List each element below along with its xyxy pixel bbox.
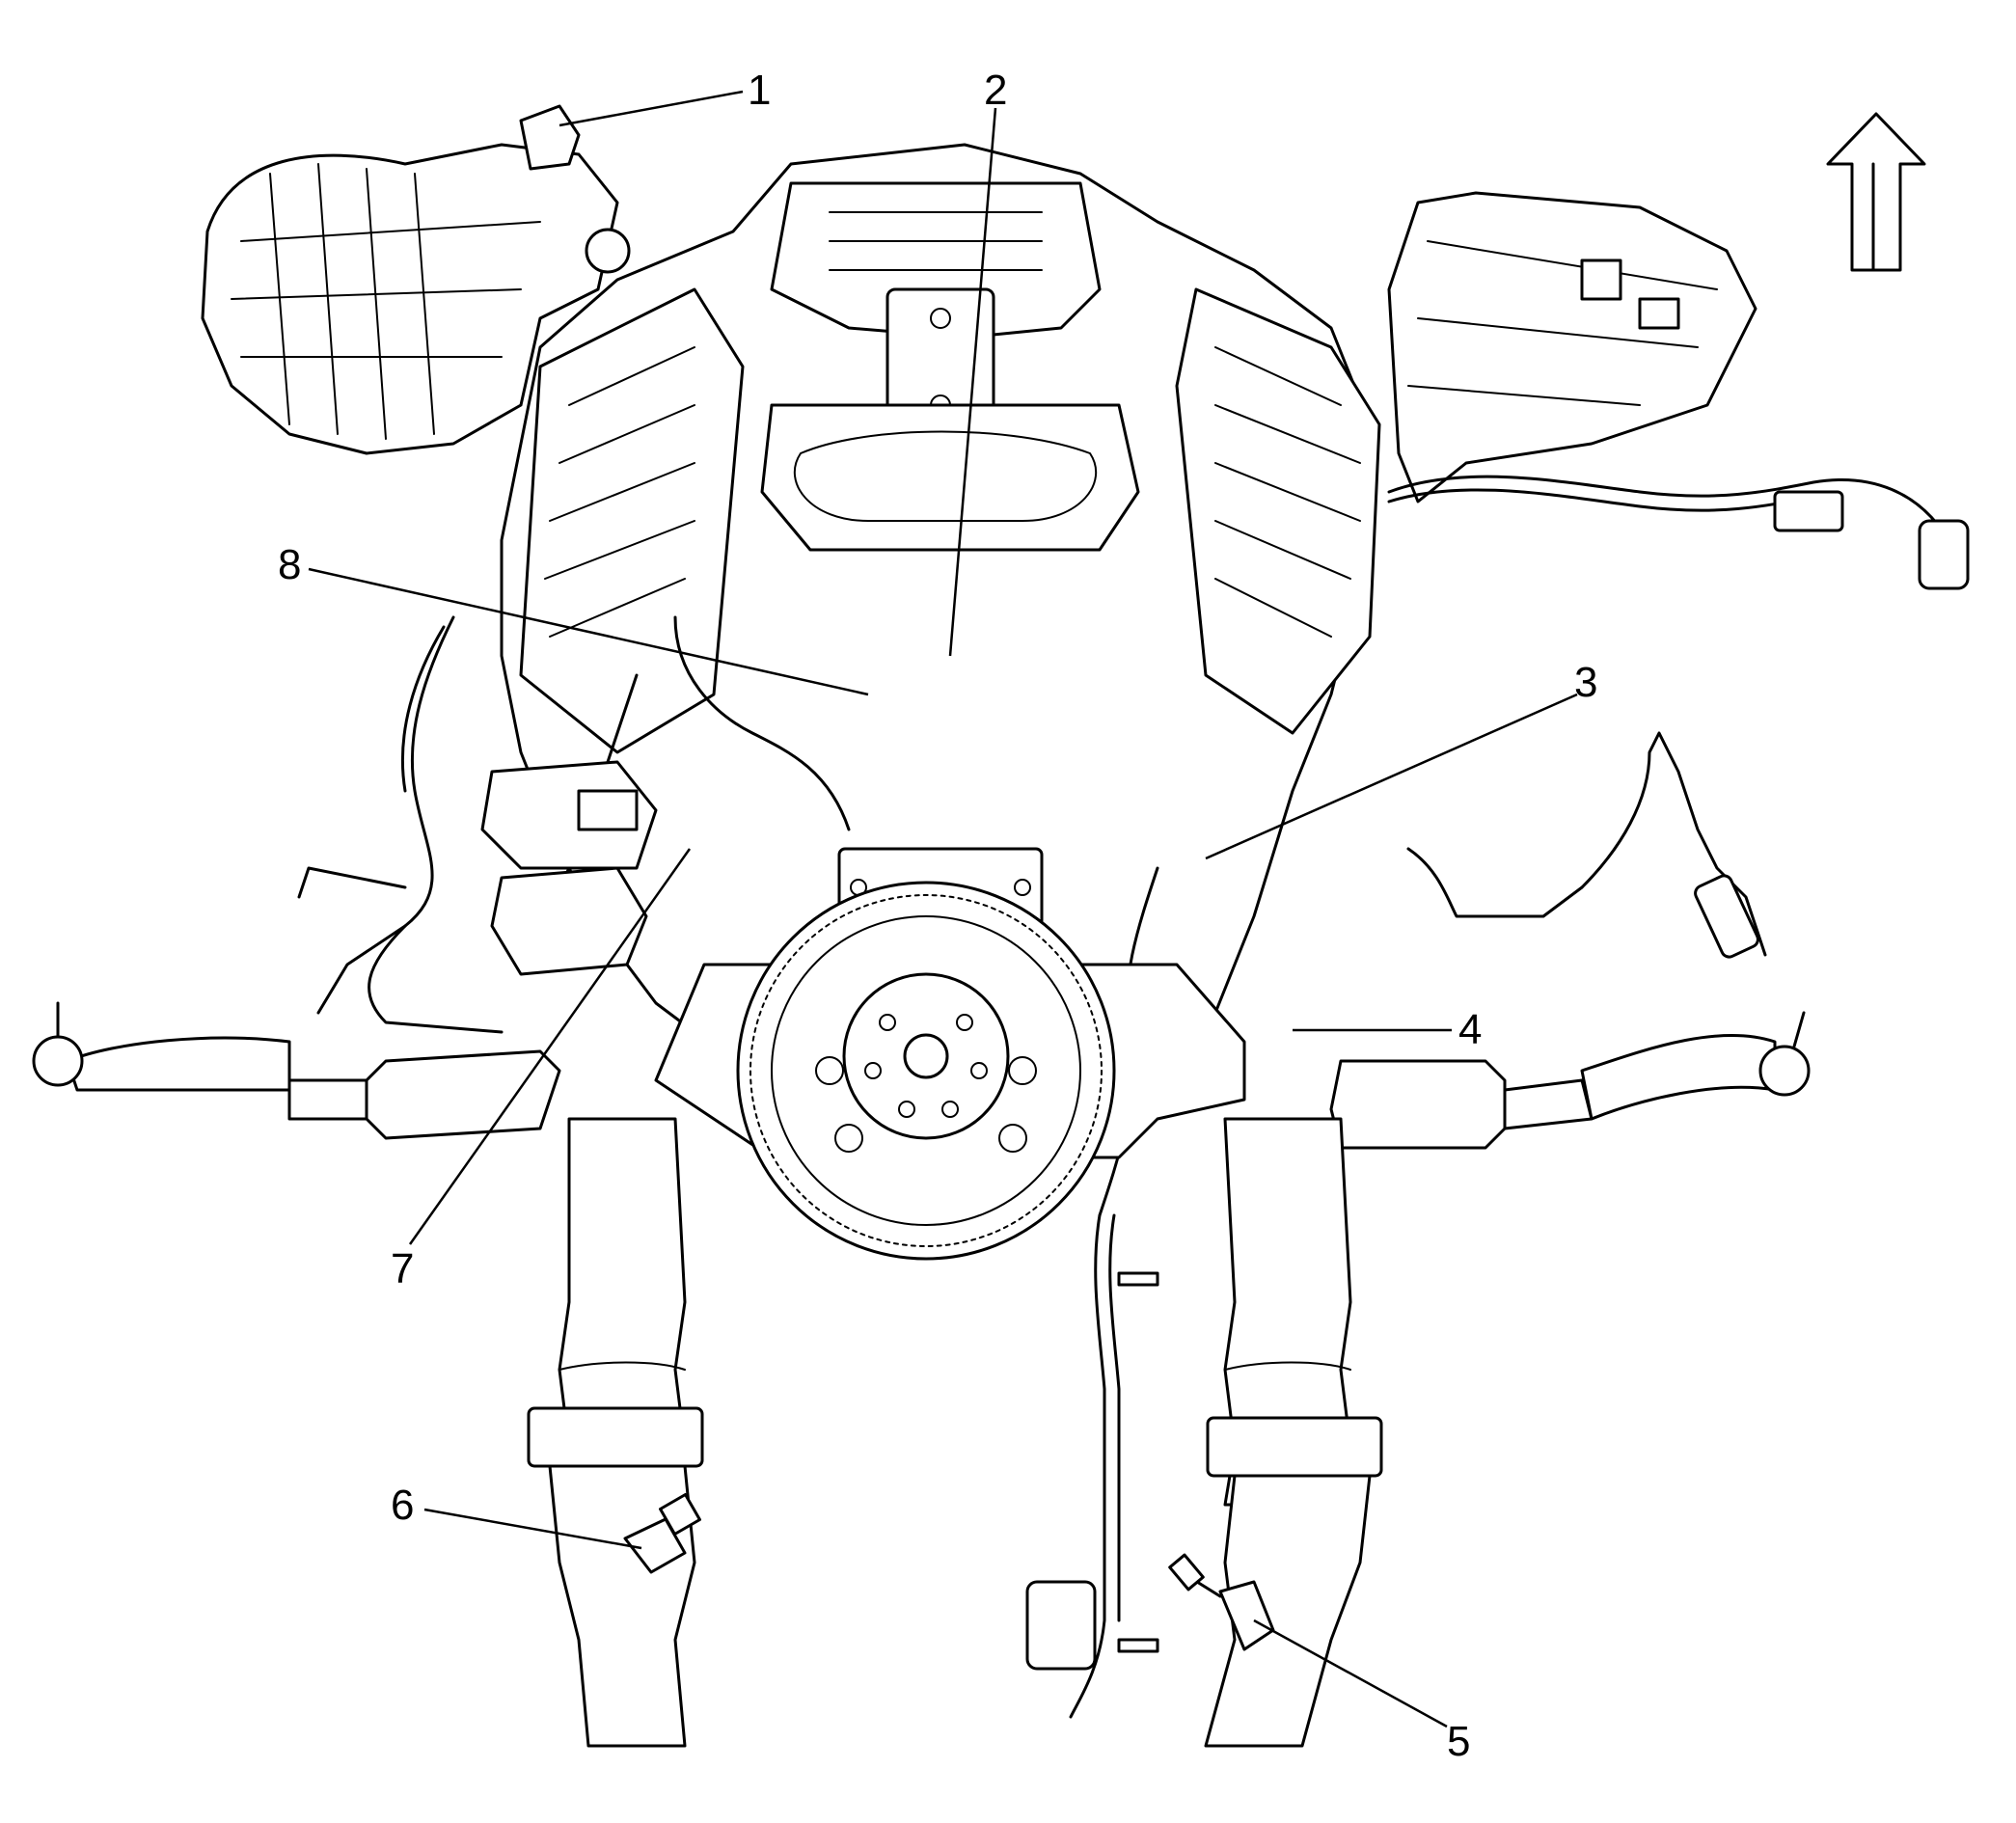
callout-8: 8	[278, 541, 301, 588]
leader-8	[308, 567, 869, 696]
right-oxygen-sensor	[1168, 1553, 1275, 1651]
callout-5: 5	[1447, 1718, 1470, 1765]
left-ignition-modules	[480, 760, 658, 976]
right-wiring-harness	[1387, 475, 1970, 590]
callout-4: 4	[1458, 1006, 1482, 1053]
callout-6: 6	[391, 1482, 414, 1529]
callout-7: 7	[391, 1245, 414, 1292]
leader-6	[423, 1508, 642, 1550]
callout-1: 1	[748, 67, 771, 114]
leader-2	[948, 107, 997, 657]
leader-1	[558, 90, 744, 127]
fuse-relay-box	[1387, 191, 1757, 503]
up-arrow-icon	[1826, 112, 1926, 272]
left-exhaust-pipe	[527, 1117, 704, 1748]
right-lower-harness	[1098, 731, 1767, 1217]
lower-sensor-harness	[1025, 1213, 1159, 1719]
left-oxygen-sensor	[623, 1493, 701, 1574]
leader-7	[408, 848, 692, 1245]
right-exhaust-pipe	[1204, 1117, 1383, 1748]
leader-5	[1253, 1619, 1448, 1728]
air-intake-assembly	[201, 104, 631, 455]
leader-3	[1205, 693, 1578, 860]
callout-labels: 1 2 3 4 5 6 7 8	[278, 67, 1597, 1765]
callout-leaders	[308, 90, 1578, 1728]
flexplate	[736, 881, 1116, 1261]
steering-gear	[32, 1001, 1811, 1150]
callout-3: 3	[1574, 659, 1597, 706]
callout-2: 2	[984, 67, 1007, 114]
